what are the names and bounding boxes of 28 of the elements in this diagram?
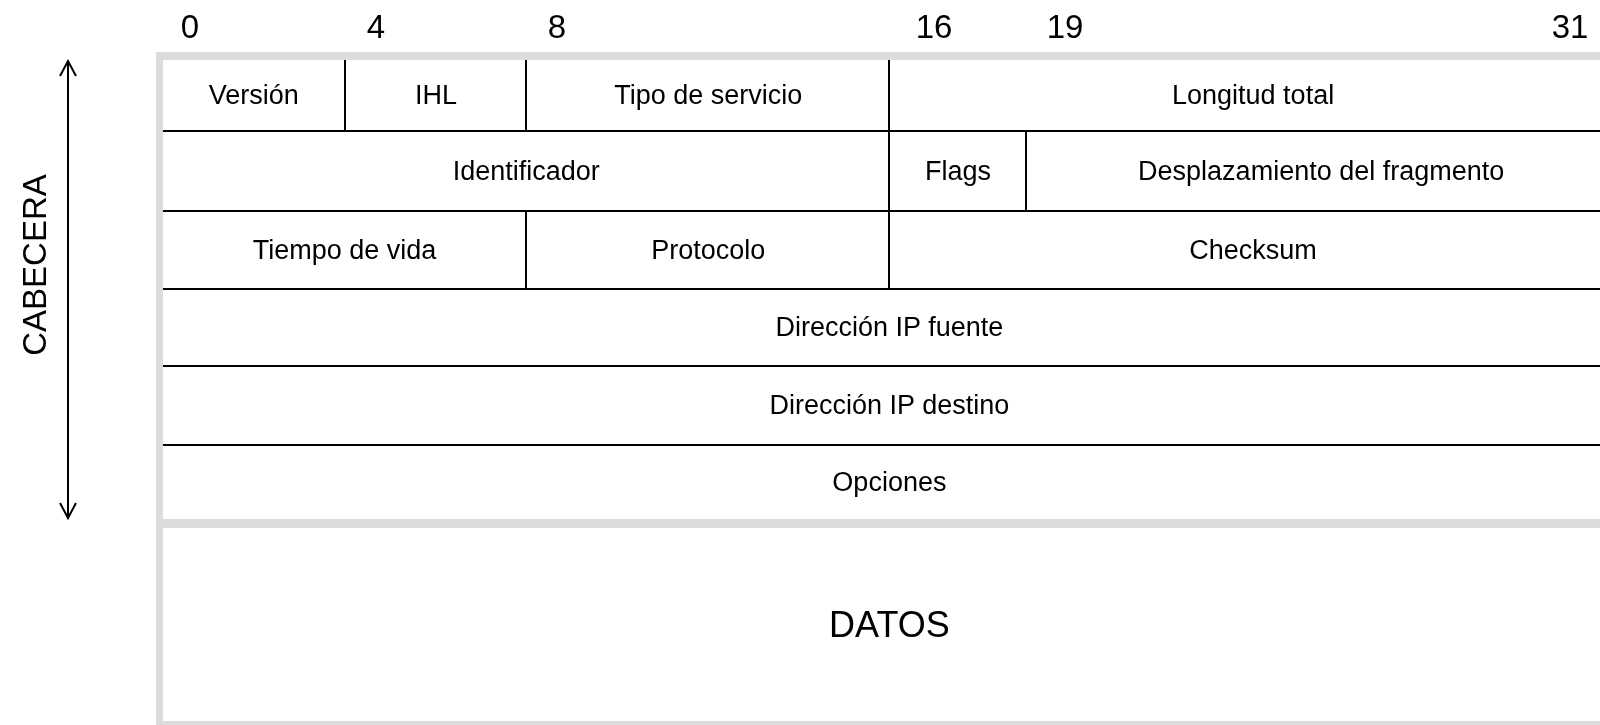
section-label: CABECERA bbox=[16, 174, 54, 356]
field-label: Checksum bbox=[1189, 234, 1317, 266]
field-label: Versión bbox=[208, 79, 299, 111]
field-label: Tipo de servicio bbox=[614, 79, 803, 111]
bit-number: 8 bbox=[547, 8, 567, 46]
bit-number: 4 bbox=[366, 8, 386, 46]
header-field bbox=[888, 132, 1026, 212]
bit-number: 16 bbox=[915, 8, 953, 46]
header-field bbox=[525, 60, 890, 132]
header-field bbox=[525, 212, 890, 290]
header-field bbox=[888, 60, 1600, 132]
bit-number: 19 bbox=[1046, 8, 1084, 46]
header-field bbox=[888, 212, 1600, 290]
field-label: Opciones bbox=[832, 467, 947, 498]
header-field bbox=[1024, 132, 1600, 212]
field-label: Dirección IP destino bbox=[769, 390, 1010, 421]
field-label: Protocolo bbox=[651, 234, 766, 266]
field-label: Flags bbox=[924, 155, 991, 187]
field-label: Desplazamiento del fragmento bbox=[1138, 155, 1505, 187]
field-label: IHL bbox=[414, 79, 457, 111]
field-label: Tiempo de vida bbox=[252, 234, 437, 266]
bit-number: 0 bbox=[180, 8, 200, 46]
field-label: Identificador bbox=[452, 155, 600, 187]
field-label: Longitud total bbox=[1172, 79, 1335, 111]
block-label: DATOS bbox=[829, 603, 950, 646]
bit-number: 31 bbox=[1551, 8, 1589, 46]
field-label: Dirección IP fuente bbox=[775, 312, 1004, 343]
header-field bbox=[343, 60, 527, 132]
